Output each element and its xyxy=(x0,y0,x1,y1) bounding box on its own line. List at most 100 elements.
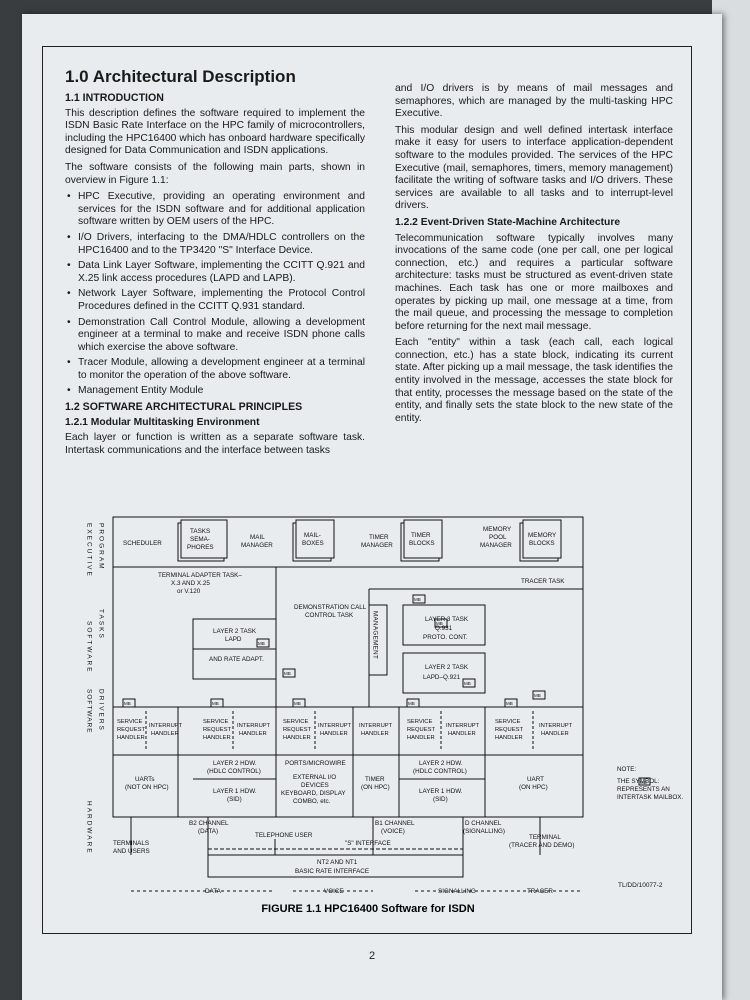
l1hdw-label: (SID) xyxy=(433,796,448,803)
band-voice-label: VOICE xyxy=(324,888,344,895)
service-label: HANDLER xyxy=(407,735,435,741)
service-label: SERVICE xyxy=(117,719,142,725)
right-column: and I/O drivers is by means of mail mess… xyxy=(395,83,673,429)
interrupt-label: HANDLER xyxy=(448,731,476,737)
mailbox-label: MB xyxy=(506,701,513,706)
side-label-drivers: DRIVERS xyxy=(98,689,105,732)
list-item: Management Entity Module xyxy=(65,385,365,398)
side-label-executive: EXECUTIVE xyxy=(86,523,93,578)
interrupt-label: INTERRUPT xyxy=(446,723,480,729)
page-number: 2 xyxy=(368,950,376,962)
mailbox-label: MB xyxy=(212,701,219,706)
d-channel-label: D CHANNEL xyxy=(465,820,502,827)
layer3-label: Q.931 xyxy=(435,625,453,632)
memory-blocks-label: BLOCKS xyxy=(529,540,555,547)
service-label: SERVICE xyxy=(283,719,308,725)
mailboxes-label: MAIL- xyxy=(304,532,321,539)
b2-channel-label: (DATA) xyxy=(198,828,218,835)
memory-blocks-label: MEMORY xyxy=(528,532,557,539)
figure-caption: FIGURE 1.1 HPC16400 Software for ISDN xyxy=(261,903,475,915)
nt-label: BASIC RATE INTERFACE xyxy=(295,868,369,875)
side-label-software: SOFTWARE xyxy=(86,621,93,674)
memory-pool-label: MANAGER xyxy=(480,542,512,549)
paragraph: This modular design and well defined int… xyxy=(395,124,673,212)
paragraph: The software consists of the following m… xyxy=(65,161,365,186)
service-label: SERVICE xyxy=(203,719,228,725)
l2hdw-label: LAYER 2 HDW. xyxy=(419,760,463,767)
mailbox-label: MB xyxy=(436,621,443,626)
layer2-lapd-label: LAPD xyxy=(225,636,242,643)
memory-pool-label: MEMORY xyxy=(483,526,512,533)
tasks-label: SEMA- xyxy=(190,536,210,543)
external-io-label: KEYBOARD, DISPLAY xyxy=(281,790,346,797)
interrupt-label: INTERRUPT xyxy=(359,723,393,729)
tracer-task-label: TRACER TASK xyxy=(521,578,565,585)
figure-reference: TL/DD/10077-2 xyxy=(618,882,663,889)
interrupt-label: HANDLER xyxy=(320,731,348,737)
b1-channel-label: B1 CHANNEL xyxy=(375,820,415,827)
paragraph: Each "entity" within a task (each call, … xyxy=(395,337,673,424)
demo-call-label: DEMONSTRATION CALL xyxy=(294,604,367,611)
band-signalling-label: SIGNALLING xyxy=(438,888,476,895)
service-label: HANDLER xyxy=(203,735,231,741)
service-label: HANDLER xyxy=(117,735,145,741)
band-data-label: DATA xyxy=(205,888,222,895)
architecture-diagram: EXECUTIVE PROGRAM SOFTWARE TASKS SOFTWAR… xyxy=(86,516,683,895)
document-page: 1.0 Architectural Description 1.1 INTROD… xyxy=(22,14,722,1000)
b2-channel-label: B2 CHANNEL xyxy=(189,820,229,827)
uart-label: UART xyxy=(527,776,544,783)
layer2-lapd-label: LAYER 2 TASK xyxy=(213,628,257,635)
mailbox-label: MB xyxy=(414,597,421,602)
l2hdw-label: (HDLC CONTROL) xyxy=(207,768,261,775)
interrupt-label: INTERRUPT xyxy=(149,723,183,729)
interrupt-label: INTERRUPT xyxy=(539,723,573,729)
l1hdw-label: LAYER 1 HDW. xyxy=(213,788,257,795)
l2hdw-label: LAYER 2 HDW. xyxy=(213,760,257,767)
section-heading: 1.1 INTRODUCTION xyxy=(65,92,164,104)
terminal-adapter-label: TERMINAL ADAPTER TASK– xyxy=(158,572,242,579)
side-label-tasks: TASKS xyxy=(98,609,105,640)
service-label: SERVICE xyxy=(407,719,432,725)
external-io-label: COMBO, etc. xyxy=(293,798,331,805)
layer2-label: LAYER 2 TASK xyxy=(425,664,469,671)
l2hdw-label: (HDLC CONTROL) xyxy=(413,768,467,775)
ports-label: PORTS/MICROWIRE xyxy=(285,760,346,767)
mailbox-label: MB xyxy=(534,693,541,698)
layer3-label: PROTO. CONT. xyxy=(423,634,468,641)
timer-blocks-label: BLOCKS xyxy=(409,540,435,547)
nt-label: NT2 AND NT1 xyxy=(317,859,358,866)
interrupt-label: INTERRUPT xyxy=(237,723,271,729)
note-label: REPRESENTS AN xyxy=(617,786,670,793)
management-label: MANAGEMENT xyxy=(372,611,379,659)
side-label-hardware: HARDWARE xyxy=(86,801,93,855)
mail-manager-label: MAIL xyxy=(250,534,265,541)
timer-manager-label: TIMER xyxy=(369,534,389,541)
note-label: NOTE: xyxy=(617,766,636,773)
terminal-adapter-label: or V.120 xyxy=(177,588,201,595)
list-item: Tracer Module, allowing a development en… xyxy=(65,357,365,382)
tasks-label: PHORES xyxy=(187,544,214,551)
paragraph: and I/O drivers is by means of mail mess… xyxy=(395,83,673,120)
paragraph: This description defines the software re… xyxy=(65,107,365,157)
list-item: I/O Drivers, interfacing to the DMA/HDLC… xyxy=(65,232,365,257)
list-item: Demonstration Call Control Module, allow… xyxy=(65,317,365,355)
mailbox-label: MB xyxy=(408,701,415,706)
memory-pool-label: POOL xyxy=(489,534,507,541)
terminal-label: TERMINAL xyxy=(529,834,561,841)
left-column: 1.0 Architectural Description 1.1 INTROD… xyxy=(65,67,365,461)
interrupt-label: HANDLER xyxy=(239,731,267,737)
terminal-adapter-label: X.3 AND X.25 xyxy=(171,580,210,587)
section-heading: 1.2 SOFTWARE ARCHITECTURAL PRINCIPLES xyxy=(65,401,303,414)
s-interface-label: "S" INTERFACE xyxy=(345,840,391,847)
terminal-label: (TRACER AND DEMO) xyxy=(509,842,574,849)
interrupt-label: INTERRUPT xyxy=(318,723,352,729)
service-label: REQUEST xyxy=(283,727,311,733)
mailbox-label: MB xyxy=(464,681,471,686)
uart-label: (ON HPC) xyxy=(519,784,548,791)
mailboxes-label: BOXES xyxy=(302,540,324,547)
timer-blocks-label: TIMER xyxy=(411,532,431,539)
subsection-heading: 1.2.1 Modular Multitasking Environment xyxy=(65,416,260,428)
mailbox-label: MB xyxy=(294,701,301,706)
service-label: REQUEST xyxy=(495,727,523,733)
interrupt-label: HANDLER xyxy=(151,731,179,737)
